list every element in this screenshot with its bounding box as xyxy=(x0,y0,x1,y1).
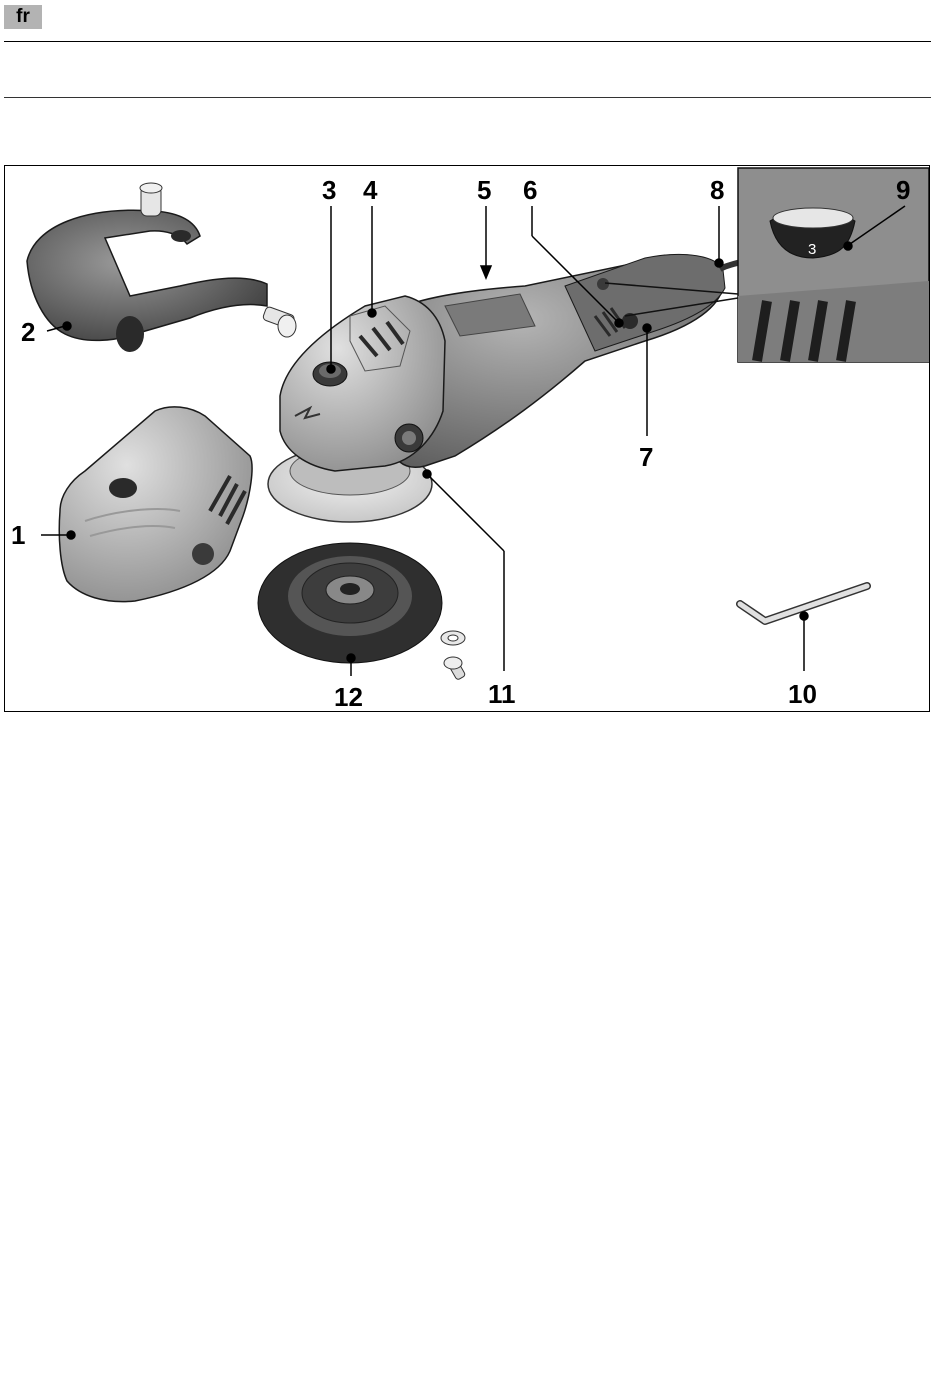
callout-8: 8 xyxy=(710,175,724,205)
polishing-plate xyxy=(258,543,442,663)
protective-hood xyxy=(59,407,252,602)
language-tag: fr xyxy=(4,5,42,29)
figure-svg: 3 1 2 3 4 5 6 7 8 9 10 11 12 xyxy=(5,166,930,712)
callout-11: 11 xyxy=(488,679,516,709)
tool-illustration-figure: 3 1 2 3 4 5 6 7 8 9 10 11 12 xyxy=(4,165,930,712)
callout-7: 7 xyxy=(639,442,653,472)
header-rule-top xyxy=(4,41,931,42)
callout-2: 2 xyxy=(21,317,35,347)
washer-and-screw xyxy=(441,631,466,680)
callout-1: 1 xyxy=(11,520,25,550)
callout-4: 4 xyxy=(363,175,378,205)
callout-10: 10 xyxy=(788,679,817,709)
callout-3: 3 xyxy=(322,175,336,205)
polisher-body xyxy=(268,254,741,522)
callout-9: 9 xyxy=(896,175,910,205)
header-rule-bottom xyxy=(4,97,931,98)
callout-6: 6 xyxy=(523,175,537,205)
callout-12: 12 xyxy=(334,682,363,712)
callout-5: 5 xyxy=(477,175,491,205)
dial-value: 3 xyxy=(808,241,816,258)
